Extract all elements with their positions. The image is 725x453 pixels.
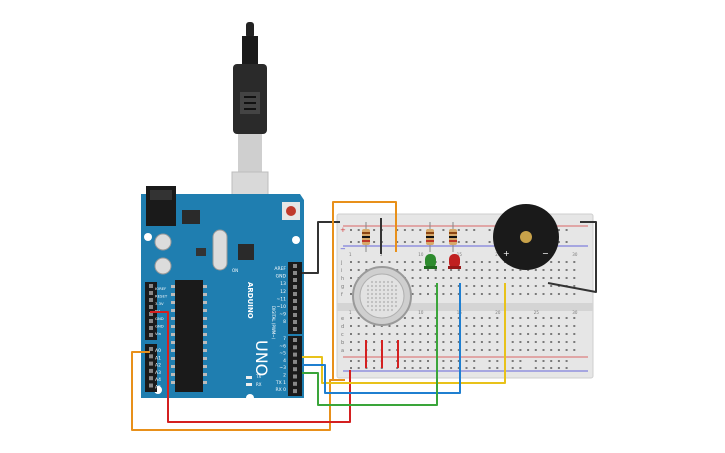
gas-sensor bbox=[352, 266, 412, 326]
digital-pin-label: 7 bbox=[283, 336, 286, 342]
rail-plus-label: + bbox=[340, 226, 346, 234]
resistor-1 bbox=[362, 222, 370, 252]
analog-pin-label: A1 bbox=[155, 355, 161, 361]
resistor-3 bbox=[449, 222, 457, 252]
row-letter: c bbox=[341, 332, 344, 338]
wires bbox=[131, 201, 597, 431]
power-pin-label: GND bbox=[155, 316, 164, 321]
buzzer: + − bbox=[493, 204, 559, 270]
analog-pin-label: A0 bbox=[155, 348, 161, 354]
column-number: 1 bbox=[349, 252, 352, 257]
column-number: 30 bbox=[572, 310, 578, 315]
digital-pin-label: ~6 bbox=[279, 343, 286, 349]
digital-bottom-labels: 7~6 ~54~3 2TX 1RX 0 bbox=[275, 336, 286, 393]
analog-pin-label: A5 bbox=[155, 385, 161, 391]
digital-pin-label: ~5 bbox=[279, 351, 286, 357]
row-letter: h bbox=[341, 276, 344, 282]
led-green bbox=[424, 254, 437, 269]
column-number: 10 bbox=[418, 252, 424, 257]
buzzer-minus-label: − bbox=[542, 249, 549, 258]
resistor-2 bbox=[426, 222, 434, 252]
row-letter: b bbox=[341, 340, 344, 346]
wire-blue bbox=[302, 283, 461, 394]
usb-cable bbox=[231, 22, 269, 225]
digital-pin-label: ~3 bbox=[279, 365, 286, 371]
row-letter: a bbox=[341, 348, 344, 354]
row-letter: d bbox=[341, 324, 344, 330]
digital-pin-label: ~10 bbox=[277, 304, 287, 310]
column-number: 25 bbox=[534, 310, 540, 315]
wire-green bbox=[302, 283, 438, 406]
digital-pin-label: AREF bbox=[274, 266, 286, 272]
breadboard-holes bbox=[350, 229, 576, 369]
digital-pin-label: 2 bbox=[283, 373, 286, 379]
digital-pin-label: GND bbox=[276, 274, 287, 280]
rail-minus-label: − bbox=[340, 245, 346, 253]
arduino-board: ARDUINO UNO DIGITAL (PWM~) TX RX ON AREF… bbox=[141, 186, 304, 402]
row-letter: e bbox=[341, 316, 344, 322]
rx-label: RX bbox=[256, 382, 262, 387]
wire-orange-top bbox=[332, 201, 397, 380]
row-letter: j bbox=[340, 260, 342, 266]
arduino-model-text: UNO bbox=[252, 340, 271, 376]
digital-pin-label: 4 bbox=[283, 358, 286, 364]
power-pin-label: Vin bbox=[155, 331, 162, 336]
digital-pin-label: 8 bbox=[283, 319, 286, 325]
digital-pin-label: TX 1 bbox=[275, 380, 286, 386]
arduino-brand-text: ARDUINO bbox=[246, 282, 254, 319]
power-pin-label: IOREF bbox=[155, 286, 166, 291]
power-pin-label: GND bbox=[155, 324, 164, 329]
wire-yellow bbox=[302, 283, 506, 384]
row-letter: g bbox=[341, 284, 344, 290]
digital-pin-label: ~9 bbox=[279, 312, 286, 318]
led-red bbox=[448, 254, 461, 269]
on-label: ON bbox=[232, 268, 238, 273]
digital-caption: DIGITAL (PWM~) bbox=[271, 306, 276, 340]
resistors bbox=[362, 222, 457, 252]
column-number: 5 bbox=[380, 252, 383, 257]
column-number: 30 bbox=[572, 252, 578, 257]
wire-black-buzzer bbox=[547, 221, 597, 293]
digital-pin-label: 13 bbox=[280, 281, 286, 287]
wire-orange-a0 bbox=[131, 351, 345, 431]
column-number: 1 bbox=[349, 310, 352, 315]
digital-pin-label: RX 0 bbox=[275, 387, 286, 393]
analog-pin-label: A2 bbox=[155, 363, 161, 369]
buzzer-plus-label: + bbox=[503, 249, 510, 258]
wire-black-gnd bbox=[302, 221, 340, 274]
column-number: 20 bbox=[495, 310, 501, 315]
tx-label: TX bbox=[255, 374, 261, 379]
digital-pin-label: 12 bbox=[280, 289, 286, 295]
digital-pin-label: ~11 bbox=[277, 296, 287, 302]
analog-pin-label: A3 bbox=[155, 370, 161, 376]
column-number: 15 bbox=[457, 252, 463, 257]
header-pins bbox=[149, 264, 297, 394]
row-letter: i bbox=[341, 268, 342, 274]
row-letter: f bbox=[341, 292, 343, 298]
analog-pin-label: A4 bbox=[155, 377, 161, 383]
power-pin-label: RESET bbox=[155, 294, 168, 299]
power-pin-label: 3.3V bbox=[155, 301, 164, 306]
column-number: 10 bbox=[418, 310, 424, 315]
